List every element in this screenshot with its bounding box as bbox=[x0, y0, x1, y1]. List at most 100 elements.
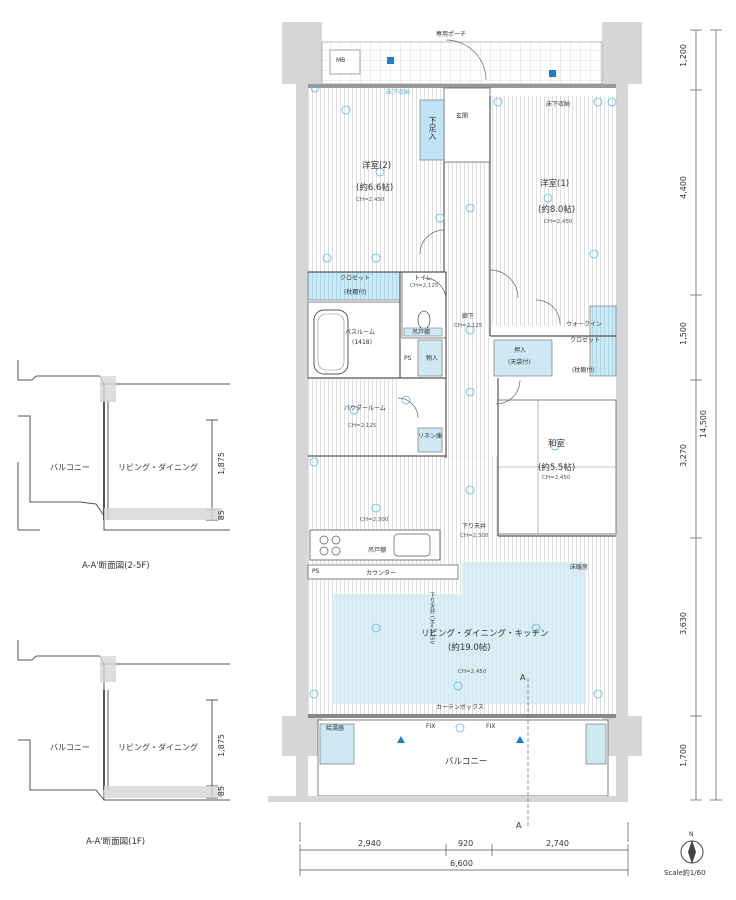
wall-west bbox=[296, 84, 308, 716]
section-lower bbox=[17, 640, 230, 801]
dim-4400: 4,400 bbox=[679, 176, 688, 199]
toilet-label: トイレ bbox=[414, 275, 433, 282]
closet-shelf-label: (枕棚付) bbox=[344, 289, 367, 296]
fix-right-label: FIX bbox=[486, 723, 496, 730]
fix-left-label: FIX bbox=[426, 723, 436, 730]
walkin-sub-label: (枕棚付) bbox=[572, 367, 595, 374]
ceiling-drop-ch: CH=2,300 bbox=[460, 533, 489, 539]
powder-room-ch: CH=2,125 bbox=[348, 423, 377, 429]
ldk-ceiling-vertical: 下り天井 CH=2,150 bbox=[428, 592, 435, 645]
front-door-swing bbox=[445, 39, 487, 81]
section-upper-dim2: 85 bbox=[217, 510, 226, 521]
toilet-ch: CH=2,125 bbox=[410, 283, 439, 289]
linen-label: リネン庫 bbox=[418, 433, 443, 440]
powder-floor bbox=[308, 378, 398, 456]
dim-3630: 3,630 bbox=[679, 612, 688, 635]
floor-heating-label: 床暖房 bbox=[570, 564, 589, 571]
ldk-size: (約19.0帖) bbox=[448, 643, 491, 653]
dim-3270: 3,270 bbox=[679, 444, 688, 467]
shoebox bbox=[419, 99, 445, 161]
entrance-label: 玄関 bbox=[456, 113, 469, 120]
section-mark-a-bottom: A bbox=[516, 821, 522, 830]
counter-label: カウンター bbox=[366, 570, 397, 577]
underfloor-left-label: 床下収納 bbox=[386, 89, 411, 96]
compass-north-label: N bbox=[689, 831, 694, 838]
dim-total-14500: 14,500 bbox=[699, 410, 708, 438]
bathtub bbox=[313, 309, 349, 375]
dim-total-6600: 6,600 bbox=[450, 859, 473, 868]
powder-room-label: パウダールーム bbox=[344, 405, 386, 412]
porch-label: 専用ポーチ bbox=[436, 31, 467, 38]
ps-label-2: PS bbox=[312, 568, 320, 575]
section-upper-title: A-A'断面図(2-5F) bbox=[82, 561, 150, 571]
wall-se bbox=[602, 716, 642, 756]
kitchen-floor bbox=[308, 456, 498, 536]
hall-ch: CH=2,125 bbox=[454, 323, 483, 329]
shoebox-label: 下足入 bbox=[428, 116, 437, 140]
section-mark-a-top: A bbox=[520, 673, 526, 682]
balcony-label: バルコニー bbox=[445, 757, 488, 767]
oshiire bbox=[493, 339, 553, 377]
kitchen-ch: CH=2,300 bbox=[360, 517, 389, 523]
dim-920: 920 bbox=[458, 839, 474, 848]
balcony-floor bbox=[317, 719, 609, 797]
floor-heating-area bbox=[332, 594, 586, 704]
section-lower-ldk: リビング・ダイニング bbox=[118, 743, 198, 752]
meter-box-label: MB bbox=[336, 57, 346, 64]
underfloor-right-label: 床下収納 bbox=[546, 101, 571, 108]
section-upper-ldk: リビング・ダイニング bbox=[118, 463, 198, 472]
dim-1200: 1,200 bbox=[679, 44, 688, 67]
water-heater bbox=[319, 723, 355, 765]
dim-2740: 2,740 bbox=[546, 839, 569, 848]
entrance-floor bbox=[443, 87, 491, 163]
storage-small-label: 物入 bbox=[426, 355, 439, 362]
bathroom-size: (1418) bbox=[352, 339, 372, 346]
section-upper-balcony: バルコニー bbox=[50, 463, 90, 472]
washitsu-size: (約5.5帖) bbox=[538, 463, 576, 473]
bathroom-name: バスルーム bbox=[345, 329, 375, 336]
washitsu-ch: CH=2,450 bbox=[542, 475, 571, 481]
west-room-name: 洋室(2) bbox=[362, 161, 392, 171]
wall-east bbox=[616, 84, 628, 716]
porch-floor bbox=[321, 41, 603, 85]
meter-box bbox=[329, 49, 361, 75]
water-heater-label: 給湯器 bbox=[326, 725, 345, 732]
counter-bar bbox=[307, 564, 459, 580]
hall-label: 廊下 bbox=[462, 313, 475, 320]
ldk-ch: CH=2,450 bbox=[458, 669, 487, 675]
closet-label: クロゼット bbox=[340, 275, 371, 282]
walkin-label: ウォークイン bbox=[566, 321, 603, 328]
east-room-size: (約8.0帖) bbox=[538, 205, 576, 215]
ldk-name: リビング・ダイニング・キッチン bbox=[421, 629, 549, 639]
oshiire-sub-label: (天袋付) bbox=[508, 359, 531, 366]
washitsu-name: 和室 bbox=[548, 439, 566, 449]
wall-north-inner bbox=[308, 84, 616, 88]
wall-nw bbox=[282, 22, 322, 84]
section-upper bbox=[17, 360, 230, 531]
curtain-box-label: カーテンボックス bbox=[436, 704, 484, 711]
east-room-name: 洋室(1) bbox=[540, 179, 570, 189]
east-room-floor bbox=[490, 96, 616, 326]
walkin-label-2: クロゼット bbox=[570, 337, 601, 344]
dim-2940: 2,940 bbox=[358, 839, 381, 848]
dim-1500: 1,500 bbox=[679, 322, 688, 345]
oshiire-label: 押入 bbox=[514, 347, 527, 354]
toilet-shelf-label: 吊戸棚 bbox=[412, 329, 431, 336]
ps-label-1: PS bbox=[404, 355, 412, 362]
ceiling-drop-label: 下り天井 bbox=[462, 523, 487, 530]
hanging-shelf-label: 吊戸棚 bbox=[368, 547, 387, 554]
east-room-ch: CH=2,450 bbox=[544, 219, 573, 225]
section-upper-dim1: 1,875 bbox=[217, 452, 226, 475]
walkin-closet-shelf bbox=[589, 305, 617, 377]
storage-small bbox=[417, 339, 443, 377]
wall-ne bbox=[602, 22, 642, 84]
toilet-bowl bbox=[417, 310, 431, 330]
west-room-ch: CH=2,450 bbox=[356, 197, 385, 203]
west-room-size: (約6.6帖) bbox=[356, 183, 394, 193]
section-lower-dim2: 85 bbox=[217, 786, 226, 797]
dim-1700: 1,700 bbox=[679, 744, 688, 767]
section-lower-dim1: 1,875 bbox=[217, 734, 226, 757]
wall-sw bbox=[282, 716, 322, 756]
linen-closet bbox=[417, 427, 443, 453]
